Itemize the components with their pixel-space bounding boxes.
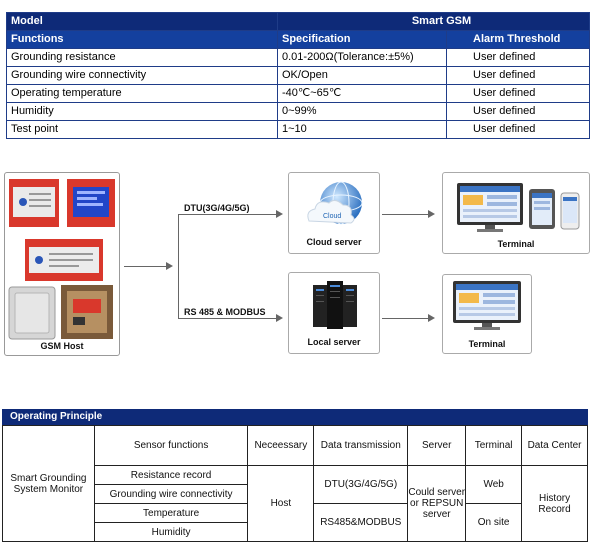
- data-header: Data transmission: [313, 425, 409, 466]
- cloud-text: Cloud: [323, 213, 341, 220]
- sensor-cell: Humidity: [93, 522, 249, 542]
- spec-cell: 0.01-200Ω(Tolerance:±5%): [277, 48, 447, 67]
- table-row: Smart Grounding System Monitor Sensor fu…: [2, 425, 588, 542]
- connector-line: [382, 214, 428, 215]
- spec-header-row: Functions Specification Alarm Threshold: [6, 30, 590, 49]
- server-rack-icon: [313, 281, 357, 329]
- cloud-globe-icon: Cloud: [307, 181, 363, 225]
- table-row: Test point 1~10 User defined: [6, 120, 590, 139]
- necessary-cell: Host: [247, 465, 315, 542]
- system-cell: Smart Grounding System Monitor: [2, 425, 95, 542]
- data-cell: RS485&MODBUS: [313, 503, 409, 542]
- alarm-cell: User defined: [446, 48, 590, 67]
- spec-cell: OK/Open: [277, 66, 447, 85]
- cloud-server-box: Cloud Cloud server: [288, 172, 380, 254]
- table-row: Operating temperature -40℃~65℃ User defi…: [6, 84, 590, 103]
- table-row: Humidity: [3, 522, 588, 542]
- operating-principle-table: Smart Grounding System Monitor Sensor fu…: [2, 425, 588, 542]
- sensor-cell: Temperature: [93, 503, 249, 523]
- local-server-label: Local server: [307, 337, 361, 347]
- data-cell: DTU(3G/4G/5G): [313, 465, 409, 504]
- cloud-server-label: Cloud server: [306, 237, 362, 247]
- terminal-header: Terminal: [465, 425, 523, 466]
- sensor-header: Sensor functions: [93, 425, 249, 466]
- alarm-cell: User defined: [446, 120, 590, 139]
- connector-line: [382, 318, 428, 319]
- terminal-top-label: Terminal: [497, 239, 535, 249]
- terminal-top-box: Terminal: [442, 172, 590, 254]
- gsm-host-label: GSM Host: [40, 341, 84, 351]
- table-row: Grounding wire connectivity OK/Open User…: [6, 66, 590, 85]
- dtu-label: DTU(3G/4G/5G): [184, 203, 250, 213]
- arrow-icon: [428, 210, 435, 218]
- alarm-cell: User defined: [446, 84, 590, 103]
- server-header: Server: [407, 425, 467, 466]
- branch-line: [178, 214, 179, 318]
- col-alarm-threshold: Alarm Threshold: [446, 30, 590, 49]
- operating-principle-title: Operating Principle: [2, 409, 588, 425]
- arrow-icon: [276, 314, 283, 322]
- table-row: Humidity 0~99% User defined: [6, 102, 590, 121]
- datacenter-cell: History Record: [521, 465, 588, 542]
- arrow-icon: [276, 210, 283, 218]
- server-cell: Could server or REPSUN server: [407, 465, 467, 542]
- datacenter-header: Data Center: [521, 425, 588, 466]
- table-row: Resistance record Host DTU(3G/4G/5G) Cou…: [3, 465, 588, 542]
- arrow-icon: [428, 314, 435, 322]
- model-value: Smart GSM: [277, 12, 590, 31]
- connector-line: [124, 266, 168, 267]
- terminal-cell: Web: [465, 465, 523, 504]
- terminal-devices-icon: [457, 183, 580, 232]
- function-cell: Humidity: [6, 102, 278, 121]
- terminal-bottom-box: Terminal: [442, 274, 532, 354]
- spec-cell: 0~99%: [277, 102, 447, 121]
- arrow-icon: [166, 262, 173, 270]
- branch-top-line: [178, 214, 278, 215]
- sensor-cell: Grounding wire connectivity: [93, 484, 249, 504]
- function-cell: Operating temperature: [6, 84, 278, 103]
- spec-model-row: Model Smart GSM: [6, 12, 590, 31]
- table-row: Grounding resistance 0.01-200Ω(Tolerance…: [6, 48, 590, 67]
- function-cell: Grounding resistance: [6, 48, 278, 67]
- monitor-icon: [453, 281, 521, 330]
- local-server-box: Local server: [288, 272, 380, 354]
- alarm-cell: User defined: [446, 102, 590, 121]
- col-specification: Specification: [277, 30, 447, 49]
- necessary-header: Neceessary: [247, 425, 315, 466]
- spec-cell: 1~10: [277, 120, 447, 139]
- sensor-cell: Resistance record: [93, 465, 249, 485]
- gsm-host-devices-image: [8, 179, 115, 340]
- spec-cell: -40℃~65℃: [277, 84, 447, 103]
- terminal-cell: On site: [465, 503, 523, 542]
- gsm-host-box: GSM Host: [4, 172, 120, 356]
- table-row: Temperature RS485&MODBUS On site: [3, 503, 588, 542]
- col-functions: Functions: [6, 30, 278, 49]
- terminal-bottom-label: Terminal: [468, 339, 506, 349]
- function-cell: Grounding wire connectivity: [6, 66, 278, 85]
- alarm-cell: User defined: [446, 66, 590, 85]
- rs485-label: RS 485 & MODBUS: [184, 307, 266, 317]
- function-cell: Test point: [6, 120, 278, 139]
- branch-bottom-line: [178, 318, 278, 319]
- spec-table: Model Smart GSM Functions Specification …: [6, 12, 590, 139]
- model-label: Model: [6, 12, 278, 31]
